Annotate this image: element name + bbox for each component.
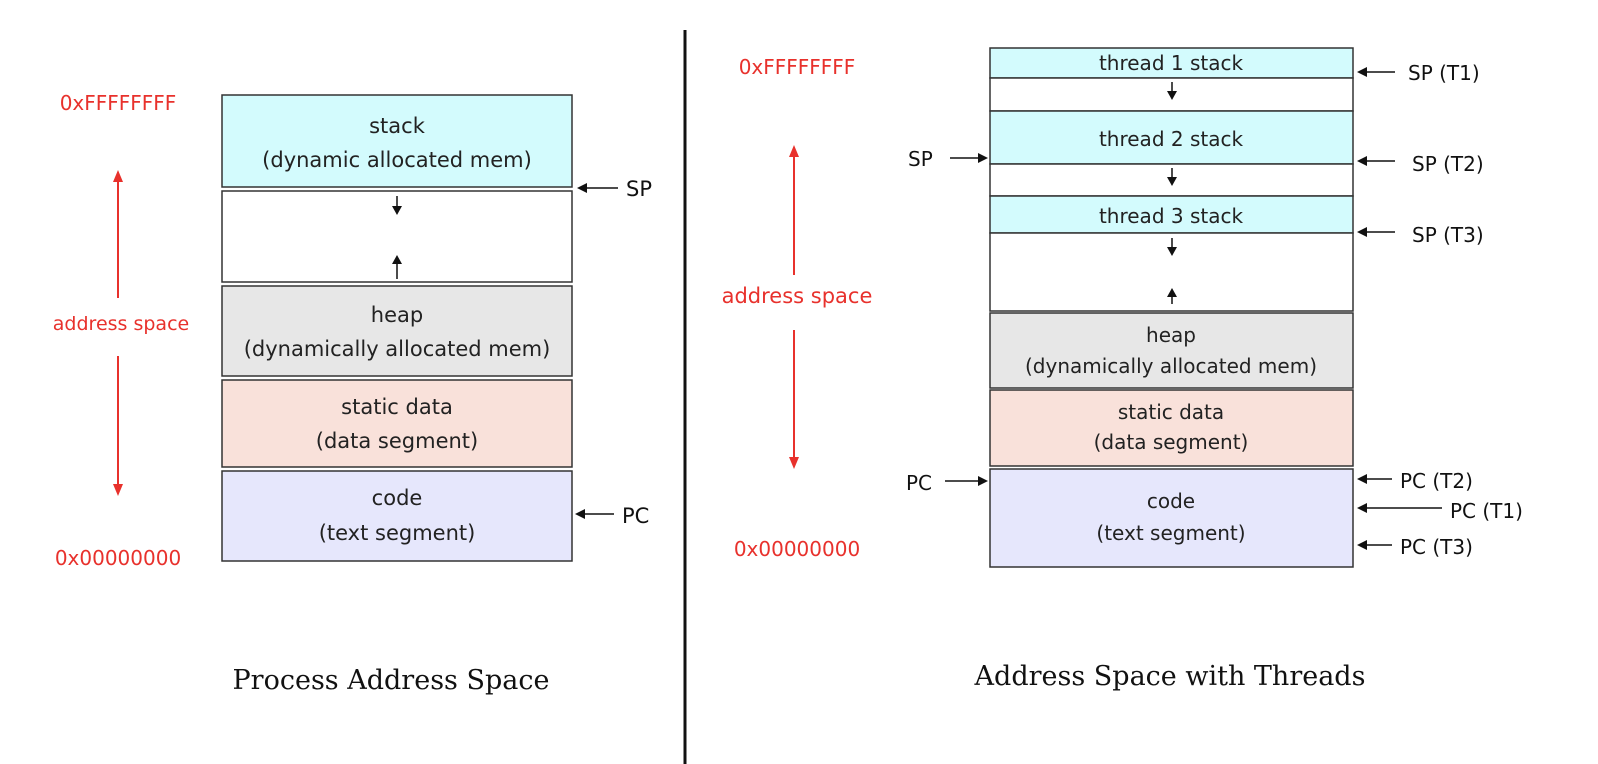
right-range-arrow — [789, 145, 799, 469]
left-code-title: code — [372, 486, 423, 510]
left-code-subtitle: (text segment) — [319, 521, 476, 545]
right-sp-t3-arrow — [1357, 227, 1395, 237]
right-pc-t2-label: PC (T2) — [1400, 469, 1473, 493]
right-diagram: 0xFFFFFFFF 0x00000000 address space thre… — [722, 47, 1523, 692]
right-pc-arrow — [945, 476, 988, 486]
right-heap-segment — [989, 312, 1354, 389]
left-stack-title: stack — [369, 114, 426, 138]
right-growth-arrows — [1167, 238, 1177, 304]
right-thread1-stack — [989, 47, 1354, 79]
left-range-arrow — [113, 170, 123, 496]
left-stack-subtitle: (dynamic allocated mem) — [262, 148, 532, 172]
right-bottom-address: 0x00000000 — [734, 537, 860, 561]
right-sp-t1-arrow — [1357, 67, 1395, 77]
right-pc-label: PC — [906, 471, 932, 495]
left-static-segment — [221, 379, 573, 468]
left-heap-subtitle: (dynamically allocated mem) — [244, 337, 551, 361]
right-range-label: address space — [722, 284, 873, 308]
left-pc-arrow — [575, 509, 614, 519]
left-pc-label: PC — [622, 504, 649, 528]
left-top-address: 0xFFFFFFFF — [60, 91, 177, 115]
left-static-subtitle: (data segment) — [316, 429, 478, 453]
right-pc-t2-arrow — [1357, 474, 1392, 484]
right-pc-t3-arrow — [1357, 540, 1392, 550]
right-thread2-stack — [989, 110, 1354, 165]
right-thread3-label: thread 3 stack — [1099, 204, 1244, 228]
right-static-title: static data — [1118, 400, 1224, 424]
right-heap-subtitle: (dynamically allocated mem) — [1025, 354, 1317, 378]
left-heap-title: heap — [371, 303, 423, 327]
right-pc-t1-arrow — [1357, 503, 1442, 513]
right-gap1-arrow — [1167, 82, 1177, 100]
right-heap-title: heap — [1146, 323, 1196, 347]
left-code-segment — [221, 470, 573, 562]
left-sp-arrow — [577, 183, 618, 193]
right-sp-t2-label: SP (T2) — [1412, 152, 1484, 176]
right-code-segment — [989, 468, 1354, 568]
left-sp-label: SP — [626, 177, 652, 201]
left-heap-segment — [221, 285, 573, 377]
left-diagram: 0xFFFFFFFF 0x00000000 address space stac… — [53, 91, 652, 696]
right-code-title: code — [1147, 489, 1195, 513]
right-pc-t3-label: PC (T3) — [1400, 535, 1473, 559]
right-code-subtitle: (text segment) — [1096, 521, 1245, 545]
right-top-address: 0xFFFFFFFF — [739, 55, 856, 79]
right-thread1-label: thread 1 stack — [1099, 51, 1244, 75]
left-stack-segment — [221, 94, 573, 188]
right-pc-t1-label: PC (T1) — [1450, 499, 1523, 523]
left-bottom-address: 0x00000000 — [55, 546, 181, 570]
right-sp-label: SP — [908, 147, 933, 171]
right-sp-t1-label: SP (T1) — [1408, 61, 1480, 85]
left-growth-arrows — [392, 196, 402, 279]
left-range-label: address space — [53, 313, 189, 335]
left-caption: Process Address Space — [233, 665, 550, 696]
right-sp-t3-label: SP (T3) — [1412, 223, 1484, 247]
right-static-subtitle: (data segment) — [1094, 430, 1249, 454]
right-gap2-arrow — [1167, 168, 1177, 186]
right-sp-t2-arrow — [1357, 156, 1395, 166]
right-sp-arrow — [950, 153, 988, 163]
right-thread2-label: thread 2 stack — [1099, 127, 1244, 151]
right-caption: Address Space with Threads — [974, 661, 1366, 692]
left-static-title: static data — [341, 395, 453, 419]
right-static-segment — [989, 389, 1354, 467]
